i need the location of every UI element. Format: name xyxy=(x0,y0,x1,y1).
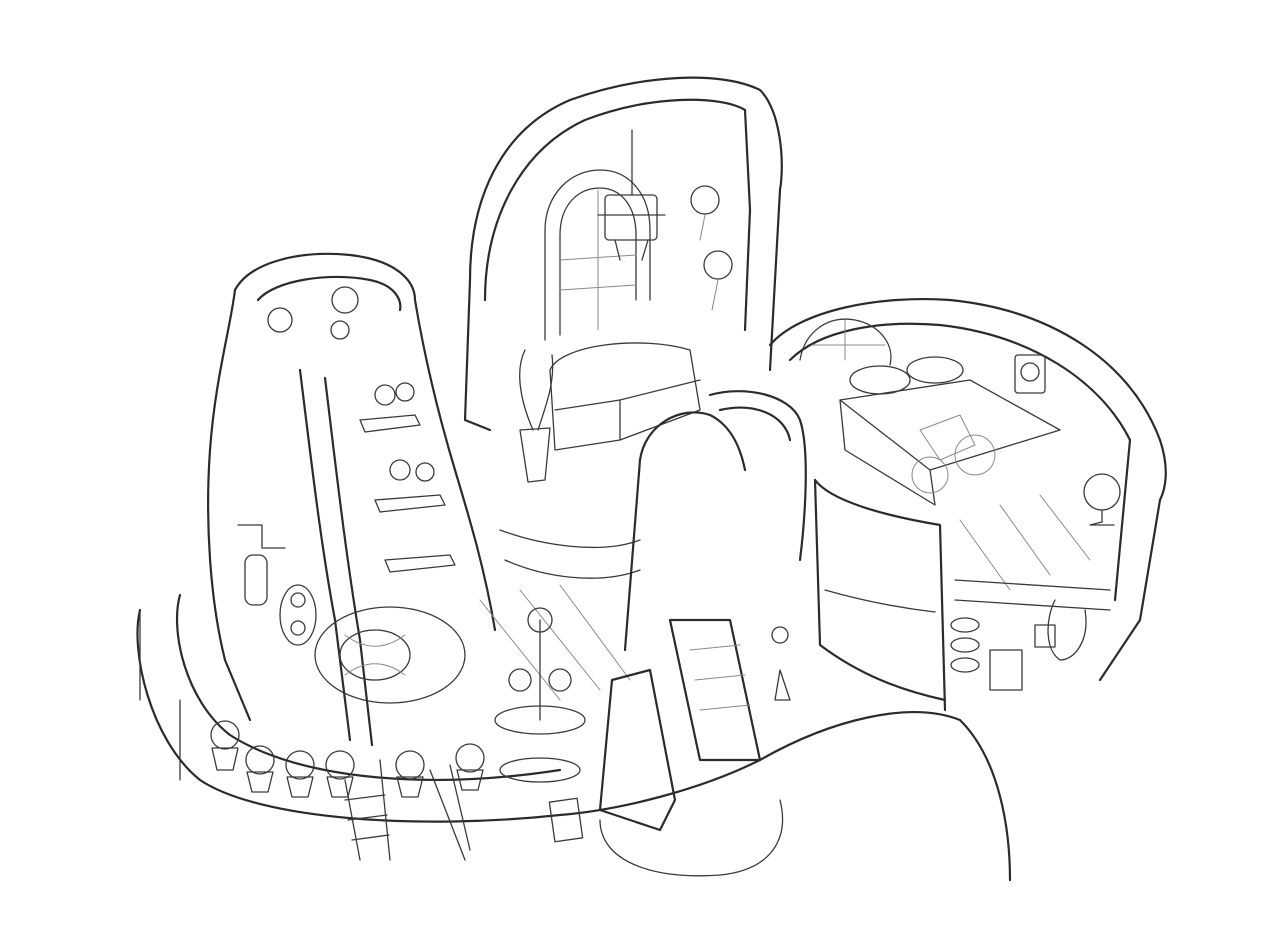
base-platform xyxy=(136,593,1012,882)
living-room-arch xyxy=(463,76,783,783)
flower-shop-tower xyxy=(207,252,497,861)
front-flowerpots xyxy=(210,720,485,798)
bedroom-round xyxy=(768,297,1167,712)
kitchen-nook xyxy=(548,390,807,843)
